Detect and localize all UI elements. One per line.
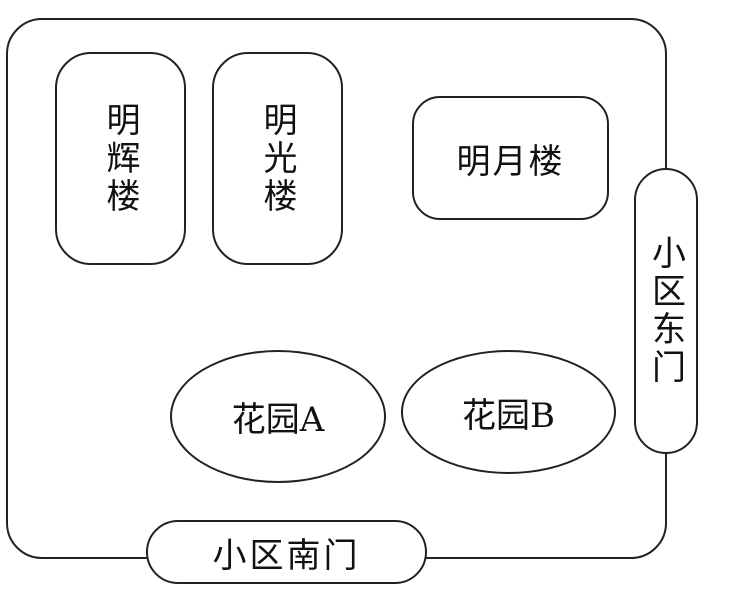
garden-b-label: 花园B [462,395,555,436]
garden-b: 花园B [401,350,616,474]
gate-east-label: 小区东门 [645,235,686,387]
garden-a: 花园A [170,350,386,483]
gate-east: 小区东门 [634,168,698,454]
building-minghui: 明辉楼 [55,52,186,265]
gate-south-label: 小区南门 [212,535,361,576]
building-mingyue-label: 明月楼 [456,141,565,182]
garden-a-label: 花园A [231,400,325,440]
building-mingguang-label: 明光楼 [257,101,297,216]
building-mingguang: 明光楼 [212,52,343,265]
building-mingyue: 明月楼 [412,96,609,220]
gate-south: 小区南门 [146,520,427,584]
building-minghui-label: 明辉楼 [100,101,140,216]
